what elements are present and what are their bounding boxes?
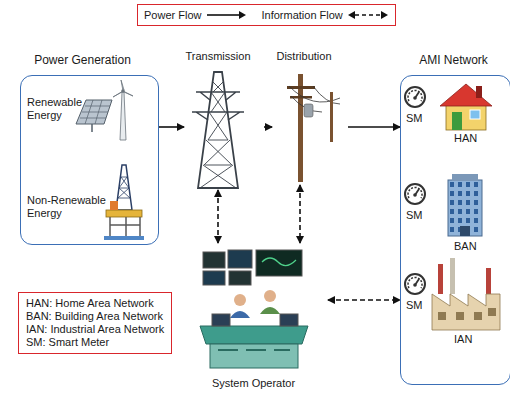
meter-label: SM (406, 299, 423, 312)
legend-sample (347, 10, 389, 20)
legend-text: Information Flow (261, 9, 342, 21)
node-text: Non-Renewable Energy (27, 194, 111, 220)
meter-icon (405, 184, 425, 204)
house-icon (440, 84, 492, 130)
distribution-pole (287, 74, 340, 182)
node-text: BAN: Building Area Network (26, 310, 164, 323)
power-flow-arrow (159, 126, 184, 128)
node-text: IAN: Industrial Area Network (26, 323, 164, 336)
panel-heading: Power Generation (11, 54, 154, 67)
factory-icon (432, 258, 500, 330)
node-label: Transmission (178, 50, 258, 63)
node-text: Renewable Energy (27, 96, 89, 122)
node-text: HAN: Home Area Network (26, 297, 164, 310)
network-label: HAN (454, 132, 477, 145)
meter-icon (405, 87, 425, 107)
legend-text: Power Flow (144, 9, 201, 21)
network-label: BAN (454, 240, 477, 253)
legend-sample (205, 10, 247, 20)
building-icon (448, 174, 482, 236)
transmission-tower (192, 72, 244, 188)
node-label: System Operator (185, 377, 322, 390)
area-network: SM BAN (404, 181, 502, 256)
abbreviation-box: HAN: Home Area NetworkBAN: Building Area… (18, 292, 172, 354)
meter-label: SM (406, 112, 423, 125)
network-label: IAN (454, 333, 472, 346)
area-network: SM HAN (404, 84, 502, 156)
operator-node: System Operator (195, 243, 328, 395)
generation-panel: Power GenerationRenewable EnergyNon-Rene… (20, 75, 159, 245)
information-flow-arrow (328, 299, 400, 301)
node-label: Distribution (266, 50, 342, 63)
node-text: SM: Smart Meter (26, 336, 164, 349)
control-room (200, 250, 308, 368)
tower-node: Transmission (184, 50, 264, 190)
oil-rig (104, 165, 144, 240)
power-flow-arrow (264, 126, 272, 128)
source-group: Renewable Energy (27, 96, 89, 122)
area-network: SM IAN (404, 271, 502, 351)
ami-panel: AMI NetworkSMHANSMBANSMIAN (400, 75, 510, 385)
source-group: Non-Renewable Energy (27, 194, 111, 220)
power-flow-arrow (348, 126, 400, 128)
meter-icon (405, 274, 425, 294)
meter-label: SM (406, 209, 423, 222)
legend-box: Power Flow Information Flow (137, 4, 396, 26)
panel-heading: AMI Network (401, 54, 506, 67)
information-flow-arrow (217, 190, 219, 243)
wind-turbine (113, 80, 133, 140)
information-flow-arrow (299, 185, 301, 243)
pole-node: Distribution (272, 50, 348, 185)
